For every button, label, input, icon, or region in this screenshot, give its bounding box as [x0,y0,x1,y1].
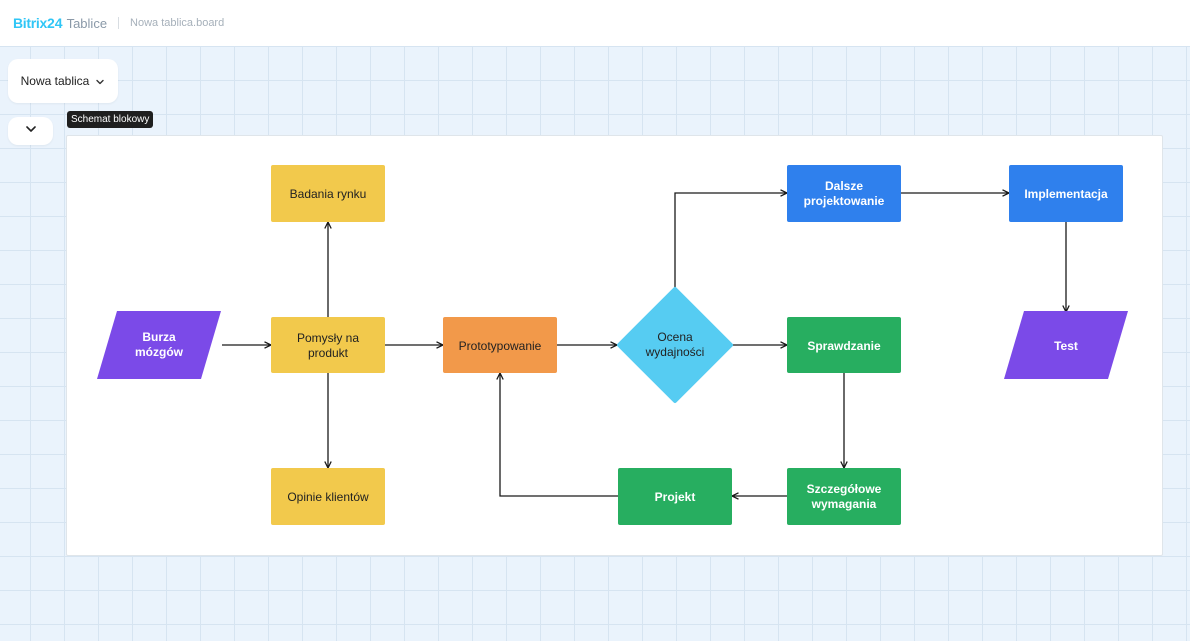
node-label: Burza [142,330,176,344]
chevron-down-icon [24,122,38,141]
node-projekt[interactable]: Projekt [618,468,732,525]
node-label: Prototypowanie [459,339,542,353]
node-label: wymagania [811,497,877,511]
node-ocena-wydajnosci[interactable]: Ocena wydajności [617,287,733,403]
node-label: mózgów [135,345,184,359]
node-label: Test [1054,339,1078,353]
brand-name: Bitrix [13,15,47,31]
node-label: Projekt [655,490,696,504]
connector [500,373,618,497]
node-label: Sprawdzanie [807,339,881,353]
node-prototypowanie[interactable]: Prototypowanie [443,317,557,373]
brand-number: 24 [47,15,63,31]
node-label: Szczegółowe [807,482,882,496]
node-label: Dalsze [825,179,863,193]
product-name: Tablice [66,16,108,31]
tooltip: Schemat blokowy [67,111,154,128]
node-sprawdzanie[interactable]: Sprawdzanie [787,317,901,373]
board-name-dropdown[interactable]: Nowa tablica [8,59,118,103]
header-divider [118,17,120,29]
node-label: Badania rynku [290,187,367,201]
node-label: wydajności [645,345,705,359]
node-implementacja[interactable]: Implementacja [1009,165,1123,222]
node-label: Pomysły na [297,331,359,345]
connector [674,193,787,289]
chevron-down-icon [95,76,105,86]
node-test[interactable]: Test [1004,311,1128,379]
board-name-label: Nowa tablica [20,74,90,88]
node-dalsze-projektowanie[interactable]: Dalsze projektowanie [787,165,901,222]
node-label: projektowanie [804,194,885,208]
node-pomysly-na-produkt[interactable]: Pomysły na produkt [271,317,385,373]
node-label: Ocena [657,330,693,344]
collapse-panel-button[interactable] [8,117,53,145]
node-opinie-klientow[interactable]: Opinie klientów [271,468,385,525]
board-filename: Nowa tablica.board [130,17,225,29]
node-szczegolowe-wymagania[interactable]: Szczegółowe wymagania [787,468,901,525]
node-burza-mozgow[interactable]: Burza mózgów [97,311,221,379]
node-label: Opinie klientów [287,490,369,504]
node-label: produkt [308,346,349,360]
node-label: Implementacja [1024,187,1108,201]
node-badania-rynku[interactable]: Badania rynku [271,165,385,222]
